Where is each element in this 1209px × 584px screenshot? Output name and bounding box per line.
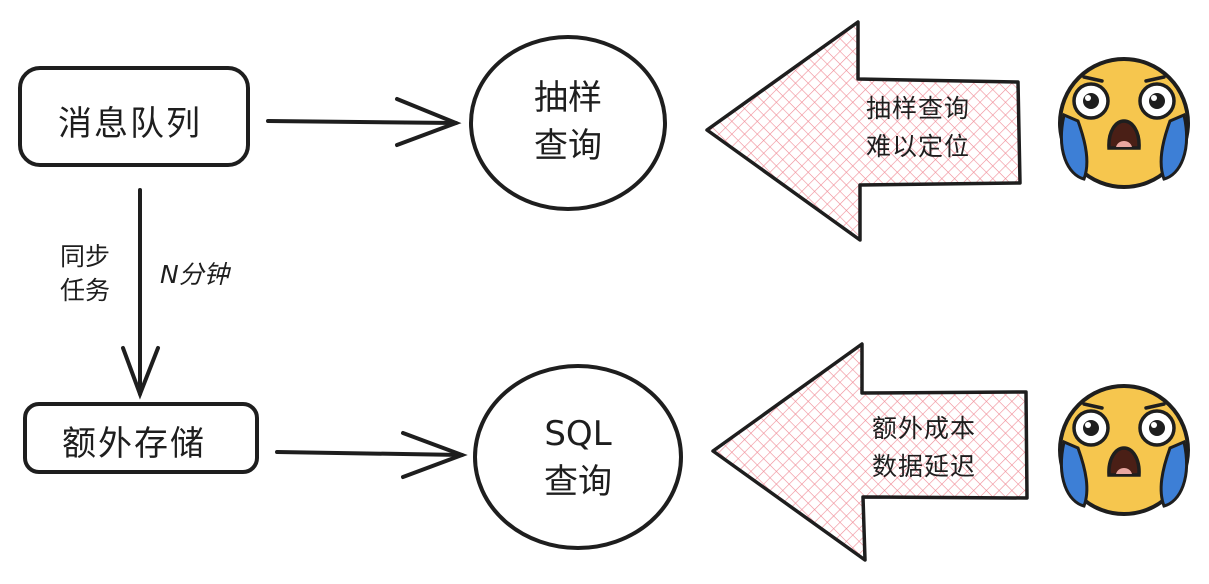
arrow-storage-to-sql xyxy=(275,431,468,479)
sample-query-label: 抽样 查询 xyxy=(518,74,618,170)
sample-query-line-2: 查询 xyxy=(534,126,602,166)
sql-query-circle xyxy=(473,364,683,550)
crying-face-icon xyxy=(1058,57,1190,189)
callout-top-line-2: 难以定位 xyxy=(866,132,971,161)
callout-bottom-label: 额外成本 数据延迟 xyxy=(872,410,976,486)
callout-arrow-top xyxy=(705,20,1022,242)
callout-top-line-1: 抽样查询 xyxy=(866,94,971,123)
callout-bottom-line-2: 数据延迟 xyxy=(872,452,977,481)
sync-task-line-2: 任务 xyxy=(60,276,111,305)
interval-label: N分钟 xyxy=(160,260,229,289)
sql-query-line-1: SQL xyxy=(544,414,612,454)
extra-storage-label: 额外存储 xyxy=(62,424,206,464)
sql-query-label: SQL 查询 xyxy=(528,410,628,506)
arrow-sync-down xyxy=(121,188,160,400)
callout-bottom-line-1: 额外成本 xyxy=(872,414,977,443)
sync-task-line-1: 同步 xyxy=(60,242,111,271)
extra-storage-box xyxy=(23,402,259,474)
sql-query-line-2: 查询 xyxy=(544,462,612,502)
crying-face-icon xyxy=(1058,384,1190,516)
message-queue-label: 消息队列 xyxy=(58,104,202,144)
arrow-queue-to-sample xyxy=(266,97,462,147)
sample-query-circle xyxy=(469,35,667,211)
message-queue-box xyxy=(18,66,250,167)
callout-arrow-bottom xyxy=(711,342,1029,562)
callout-top-label: 抽样查询 难以定位 xyxy=(866,90,970,166)
sync-task-label: 同步 任务 xyxy=(60,240,110,308)
sample-query-line-1: 抽样 xyxy=(534,78,602,118)
